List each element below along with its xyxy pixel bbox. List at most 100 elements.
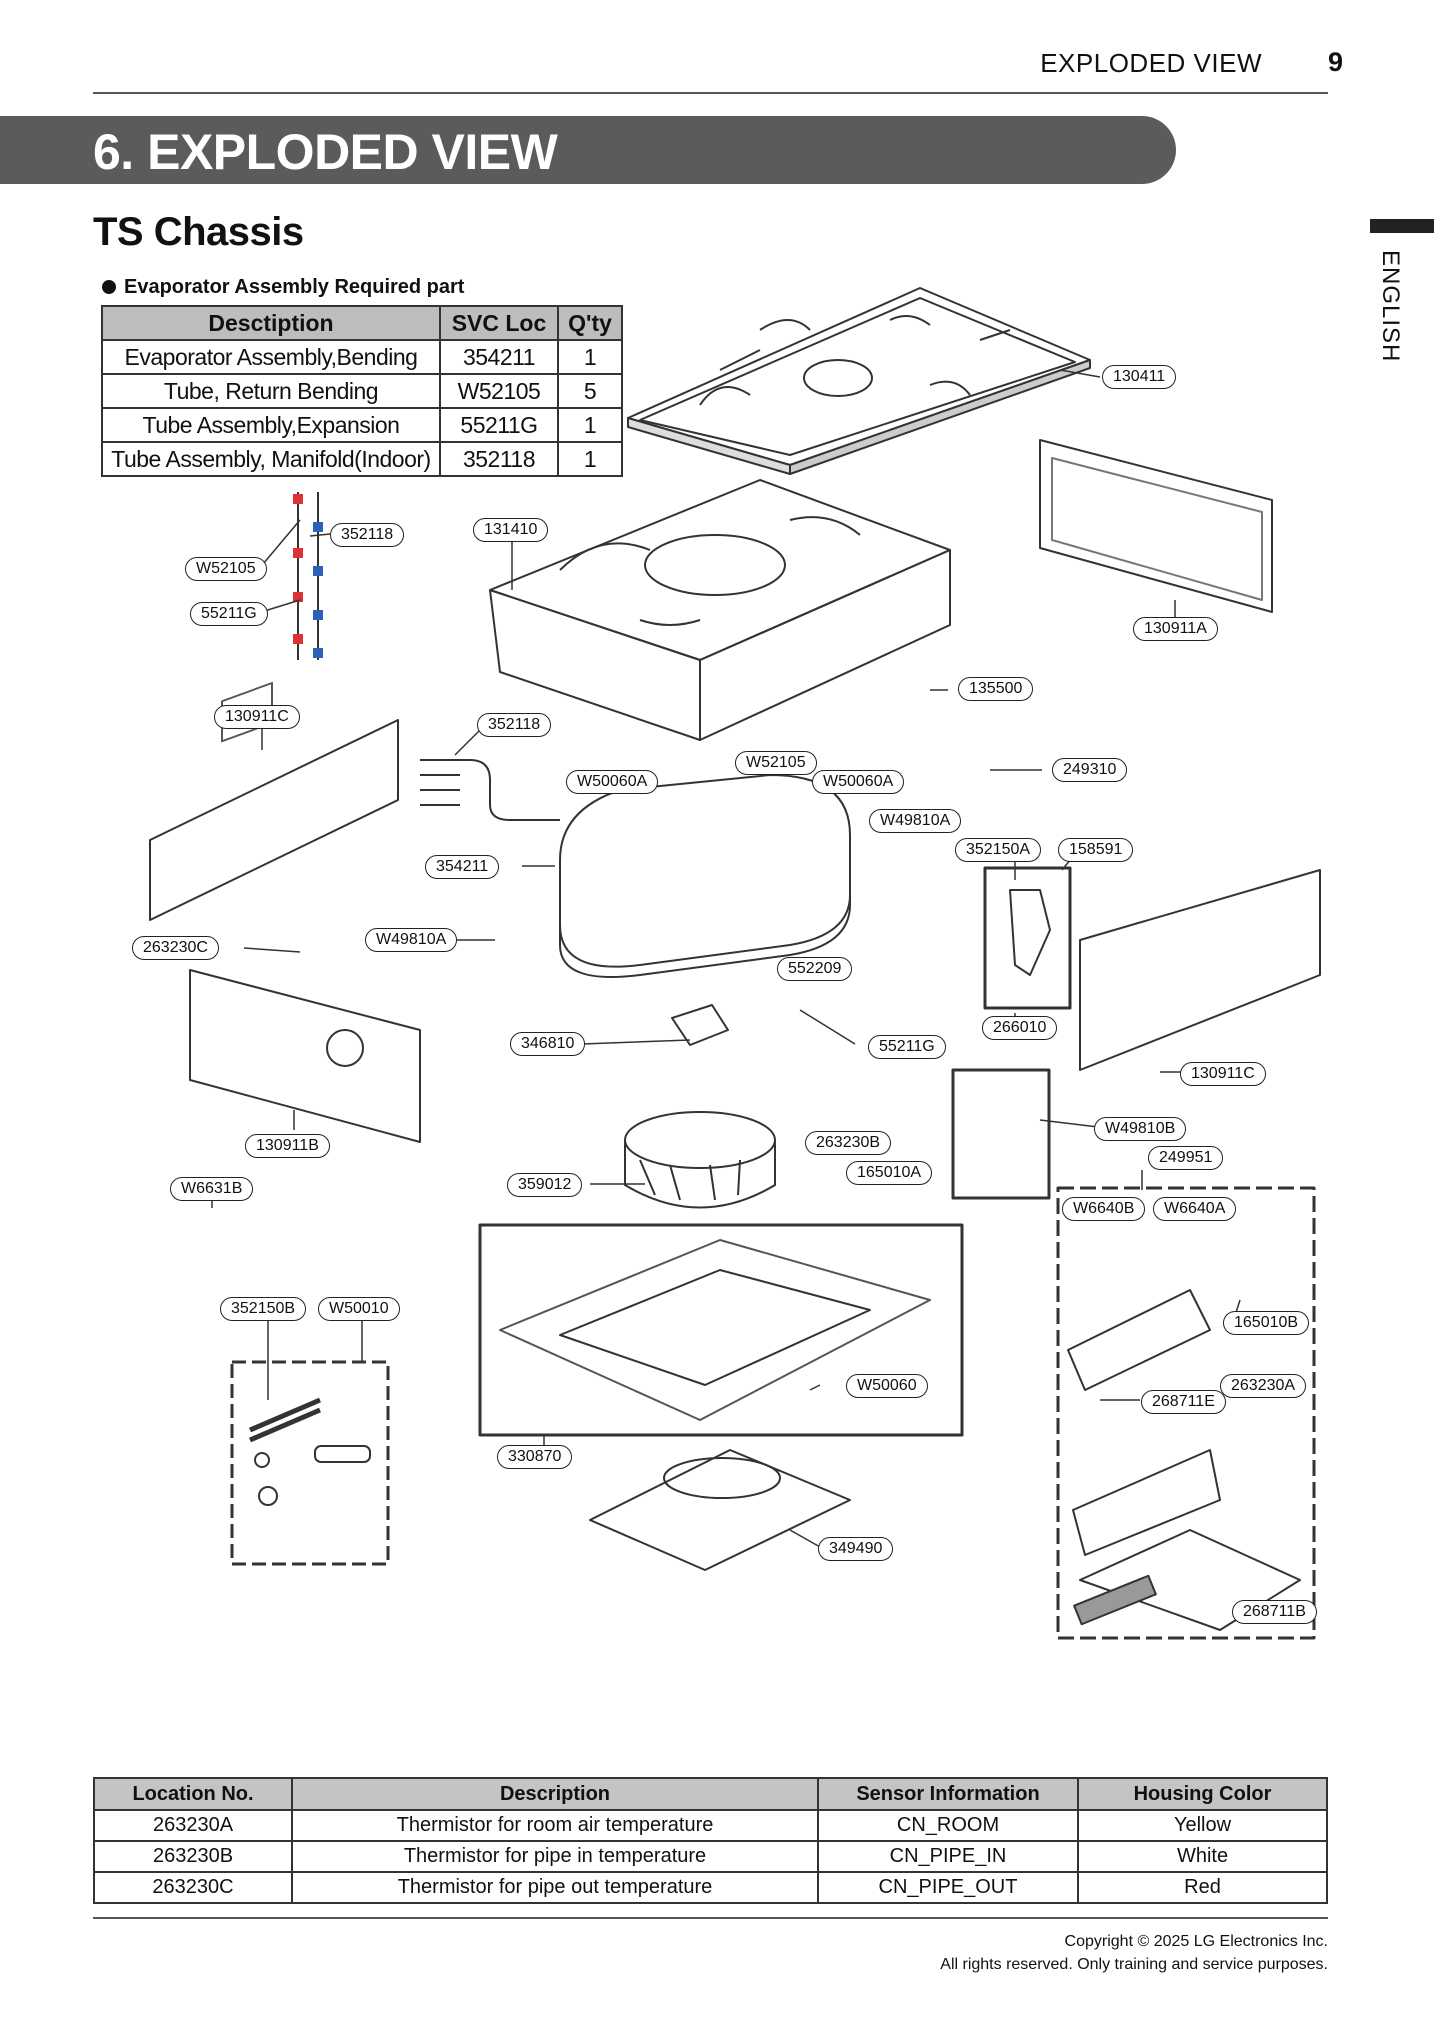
callout-label: 130911C — [1180, 1062, 1266, 1086]
callout-label: 249310 — [1052, 758, 1128, 782]
tube-drawing — [420, 759, 560, 821]
callout-label: 130911C — [214, 705, 300, 729]
table-cell: 263230B — [93, 1840, 293, 1873]
callout-label: W49810B — [1094, 1117, 1187, 1141]
table-cell: CN_PIPE_OUT — [817, 1871, 1079, 1904]
callout-label: 352118 — [330, 523, 405, 547]
table-row: Tube Assembly, Manifold(Indoor) 352118 1 — [101, 441, 623, 477]
table-cell: 354211 — [439, 339, 559, 375]
callout-label: W49810A — [869, 809, 962, 833]
callout-label: W50060A — [812, 770, 905, 794]
front-panel-right-drawing — [1079, 869, 1321, 1071]
table-row: Tube, Return Bending W52105 5 — [101, 373, 623, 409]
control-box-drawing — [951, 1068, 1051, 1200]
chapter-title: 6. EXPLODED VIEW — [93, 124, 558, 180]
table-cell: CN_PIPE_IN — [817, 1840, 1079, 1873]
table-row: Tube Assembly,Expansion 55211G 1 — [101, 407, 623, 443]
callout-label: 130411 — [1102, 365, 1177, 389]
callout-label: 263230C — [132, 936, 219, 960]
callout-label: W50010 — [318, 1297, 400, 1321]
callout-label: 268711B — [1232, 1600, 1317, 1624]
table-cell: Thermistor for pipe in temperature — [291, 1840, 819, 1873]
column-header: Location No. — [93, 1777, 293, 1811]
motor-drawing — [671, 1004, 729, 1046]
callout-label: 249951 — [1148, 1146, 1224, 1170]
callout-label: 266010 — [982, 1016, 1058, 1040]
callout-label: W52105 — [185, 557, 267, 581]
fan-drawing — [624, 1111, 776, 1209]
callout-label: W52105 — [735, 751, 817, 775]
table-cell: 1 — [557, 441, 623, 477]
table-cell: Evaporator Assembly,Bending — [101, 339, 441, 375]
table-row: Evaporator Assembly,Bending 354211 1 — [101, 339, 623, 375]
table-cell: 263230A — [93, 1809, 293, 1842]
column-header: Q'ty — [557, 305, 623, 341]
callout-label: W6640B — [1062, 1197, 1146, 1221]
table-cell: Thermistor for room air temperature — [291, 1809, 819, 1842]
callout-label: 165010B — [1223, 1311, 1310, 1335]
evaporator-parts-table: Desctiption SVC Loc Q'ty Evaporator Asse… — [101, 305, 623, 477]
footer-divider — [93, 1917, 1328, 1919]
evaporator-note-text: Evaporator Assembly Required part — [124, 276, 465, 298]
callout-label: 268711E — [1141, 1390, 1226, 1414]
callout-label: 352150A — [955, 838, 1042, 862]
callout-label: 263230A — [1220, 1374, 1307, 1398]
drain-pan-box — [478, 1223, 964, 1437]
side-tab-language: ENGLISH — [1377, 250, 1404, 363]
table-cell: 1 — [557, 339, 623, 375]
callout-label: 352118 — [477, 713, 552, 737]
callout-label: W50060A — [566, 770, 659, 794]
column-header: Desctiption — [101, 305, 441, 341]
table-cell: 5 — [557, 373, 623, 409]
callout-label: 346810 — [510, 1032, 586, 1056]
callout-label: 55211G — [868, 1035, 946, 1059]
table-cell: Tube Assembly, Manifold(Indoor) — [101, 441, 441, 477]
side-panel-drawing — [1039, 439, 1273, 613]
table-cell: Yellow — [1077, 1809, 1328, 1842]
accessory-box — [230, 1360, 390, 1566]
chassis-title: TS Chassis — [93, 210, 304, 254]
front-panel-left-drawing — [149, 719, 399, 921]
callout-label: 130911A — [1133, 617, 1218, 641]
header-section-title: EXPLODED VIEW — [1040, 48, 1262, 78]
callout-label: 158591 — [1058, 838, 1134, 862]
callout-label: 352150B — [220, 1297, 307, 1321]
callout-label: W49810A — [365, 928, 458, 952]
callout-label: 131410 — [473, 518, 549, 542]
table-cell: Tube, Return Bending — [101, 373, 441, 409]
callout-label: W6631B — [170, 1177, 254, 1201]
table-cell: Tube Assembly,Expansion — [101, 407, 441, 443]
callout-label: 359012 — [507, 1173, 583, 1197]
manifold-drawing — [293, 492, 323, 660]
callout-label: 135500 — [958, 677, 1034, 701]
table-cell: Red — [1077, 1871, 1328, 1904]
table-row: 263230A Thermistor for room air temperat… — [93, 1809, 1328, 1842]
copyright-text: Copyright © 2025 LG Electronics Inc. — [1064, 1933, 1328, 1950]
column-header: Sensor Information — [817, 1777, 1079, 1811]
top-panel-drawing — [627, 287, 1091, 475]
pump-box — [983, 866, 1072, 1010]
callout-label: 55211G — [190, 602, 268, 626]
column-header: Housing Color — [1077, 1777, 1328, 1811]
callout-label: W6640A — [1153, 1197, 1237, 1221]
callout-label: 165010A — [846, 1161, 933, 1185]
table-cell: White — [1077, 1840, 1328, 1873]
callout-label: 130911B — [245, 1134, 330, 1158]
callout-label: 552209 — [777, 957, 853, 981]
evaporator-coil-drawing — [559, 774, 851, 978]
side-tab-marker — [1370, 219, 1434, 233]
leader-lines — [211, 369, 1251, 1620]
chapter-banner: 6. EXPLODED VIEW — [0, 116, 1176, 184]
callout-label: 354211 — [425, 855, 500, 879]
cabinet-drawing — [489, 479, 951, 741]
column-header: Description — [291, 1777, 819, 1811]
rights-text: All rights reserved. Only training and s… — [940, 1956, 1328, 1973]
table-cell: W52105 — [439, 373, 559, 409]
column-header: SVC Loc — [439, 305, 559, 341]
sensor-info-table: Location No. Description Sensor Informat… — [93, 1777, 1328, 1904]
callout-label: 330870 — [497, 1445, 573, 1469]
table-header-row: Desctiption SVC Loc Q'ty — [101, 305, 623, 341]
table-cell: Thermistor for pipe out temperature — [291, 1871, 819, 1904]
table-cell: 55211G — [439, 407, 559, 443]
